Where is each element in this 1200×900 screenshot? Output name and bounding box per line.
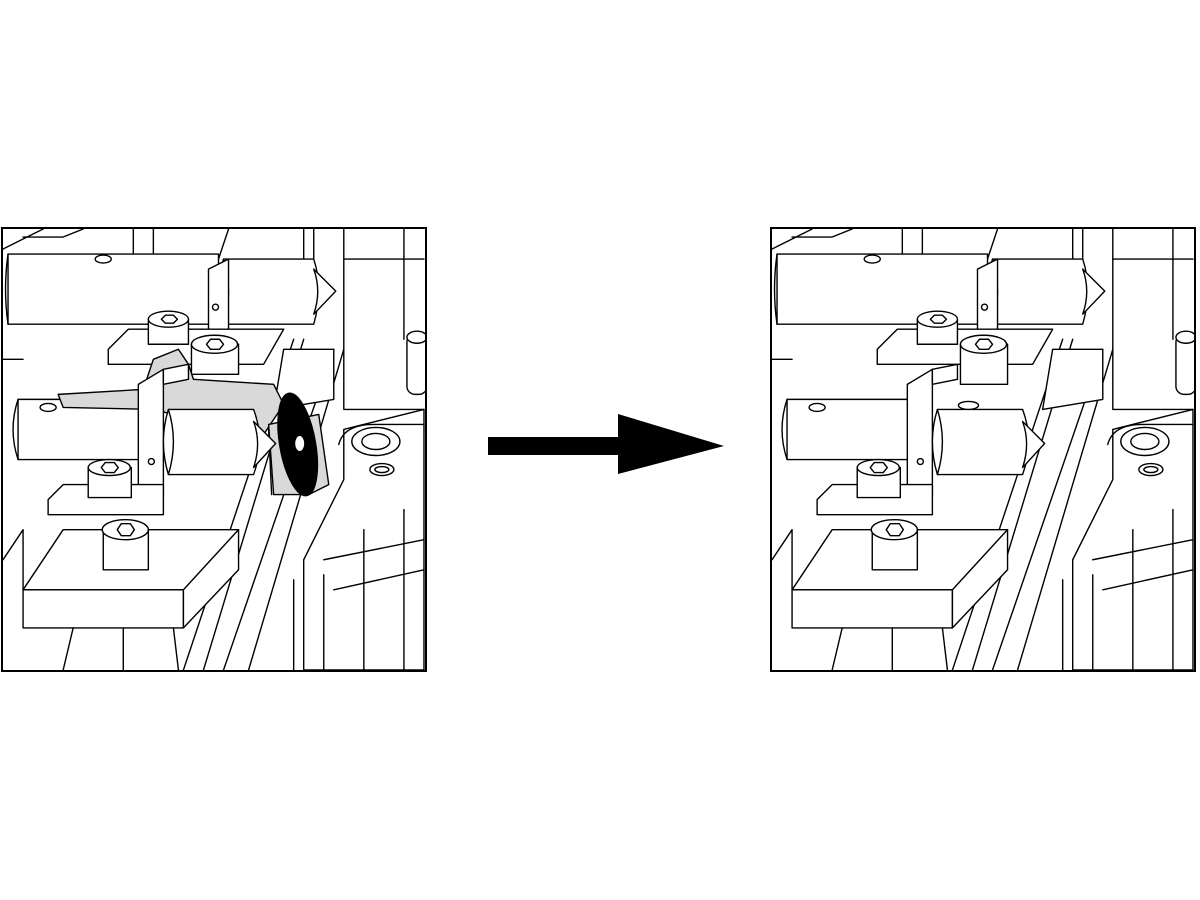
transition-arrow — [488, 412, 724, 476]
upper-bracket — [207, 258, 230, 350]
upper-shaft — [4, 253, 220, 325]
upper-plate — [107, 310, 285, 376]
base-block — [772, 518, 1009, 670]
lower-plate — [816, 458, 934, 516]
lower-roller — [931, 408, 1046, 476]
after-panel — [770, 227, 1196, 672]
lower-bracket — [137, 363, 190, 516]
washer — [277, 392, 319, 497]
lower-plate — [47, 458, 165, 516]
slotted-plate — [292, 408, 425, 670]
before-mechanism-drawing — [3, 229, 425, 670]
lower-shaft — [781, 398, 924, 461]
before-panel — [1, 227, 427, 672]
side-knob — [406, 330, 425, 396]
diagonal-rails — [951, 338, 1114, 670]
small-screw — [957, 400, 980, 411]
right-arrow-icon — [488, 414, 724, 474]
slotted-plate — [1061, 408, 1194, 670]
upper-roller — [217, 258, 337, 325]
base-block — [3, 518, 240, 670]
lower-roller — [162, 408, 277, 476]
upper-roller — [986, 258, 1106, 325]
side-knob — [1175, 330, 1194, 396]
after-mechanism-drawing — [772, 229, 1194, 670]
upper-plate — [876, 310, 1054, 386]
upper-shaft — [773, 253, 989, 325]
